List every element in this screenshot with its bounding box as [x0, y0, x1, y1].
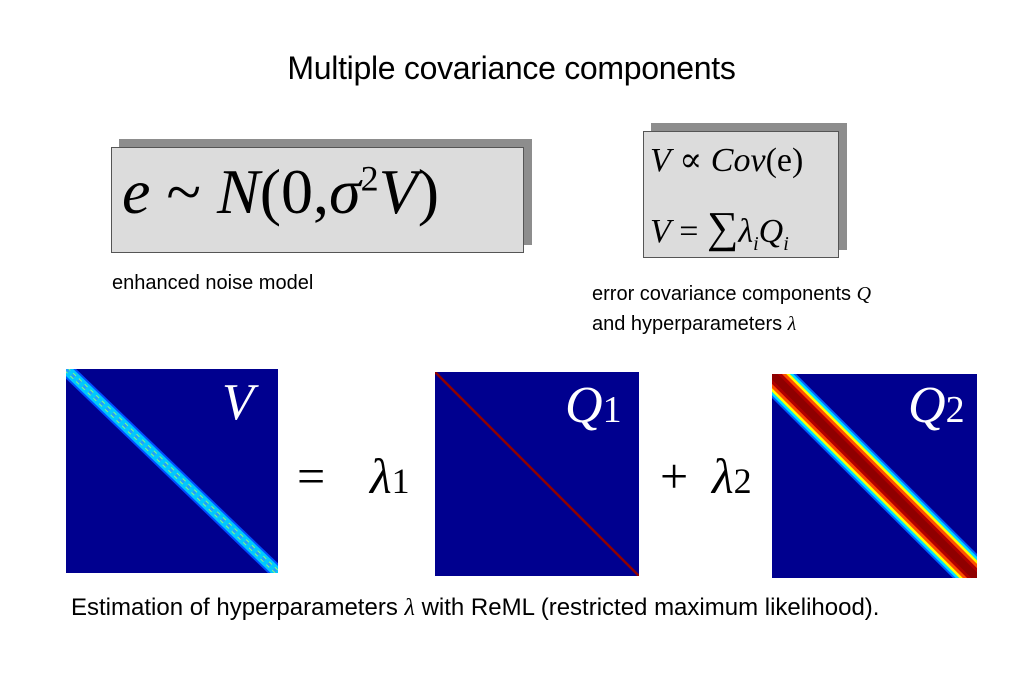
equals-sign: = [297, 448, 326, 504]
matrix-q2-label: Q2 [908, 377, 965, 434]
lambda-2: λ2 [712, 448, 752, 504]
matrix-q2: Q2 [772, 374, 977, 578]
components-caption: error covariance components Q and hyperp… [592, 283, 872, 335]
matrix-q1: Q1 [435, 372, 639, 576]
footer-text: Estimation of hyperparameters λ with ReM… [71, 594, 880, 621]
matrix-v: V [66, 369, 278, 573]
matrix-q1-image [435, 372, 639, 576]
covariance-equation-box: V ∝ Cov(e) V = ∑λiQi [643, 131, 839, 258]
matrix-q2-image [772, 374, 977, 578]
noise-model-caption: enhanced noise model [112, 272, 314, 294]
lambda-1: λ1 [370, 448, 410, 504]
matrix-v-image [66, 369, 278, 573]
noise-model-equation: e ~ N(0,σ2V) [122, 156, 439, 227]
page-title: Multiple covariance components [287, 50, 736, 86]
matrix-v-label: V [222, 374, 254, 431]
matrix-q1-label: Q1 [565, 377, 622, 434]
covariance-line-1: V ∝ Cov(e) [650, 142, 804, 179]
plus-sign: + [660, 448, 689, 504]
noise-model-equation-box: e ~ N(0,σ2V) [111, 147, 524, 253]
covariance-line-2: V = ∑λiQi [650, 203, 789, 255]
